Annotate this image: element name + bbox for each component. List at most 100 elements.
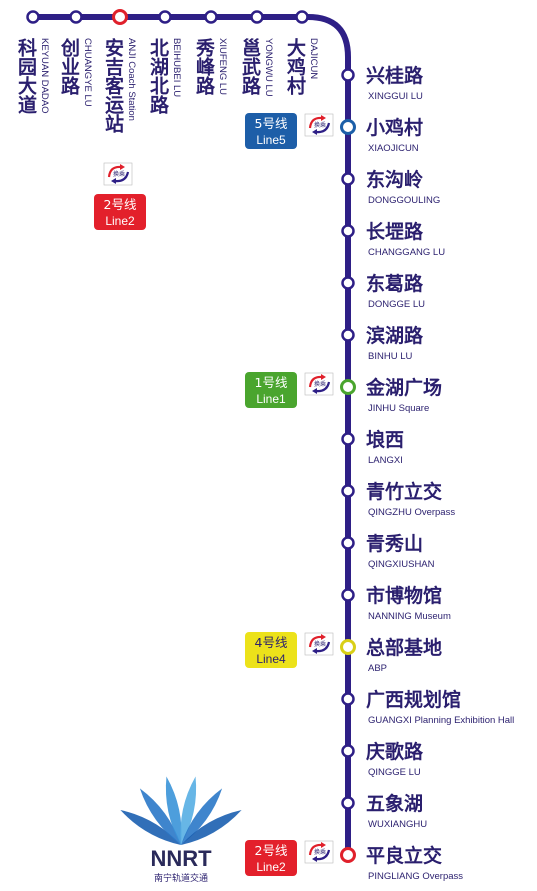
station-name-cn: 邕武路 [239, 37, 261, 96]
transfer-station-dot [340, 847, 356, 863]
station-name-en: BINHU LU [368, 351, 412, 362]
station-right[interactable]: 青竹立交 QINGZHU Overpass [341, 480, 456, 518]
station-name-cn: 长堽路 [366, 220, 424, 243]
transfer-line-box [94, 194, 146, 230]
transfer-line-cn: 2号线 [255, 843, 288, 858]
station-dot [341, 68, 355, 82]
station-name-en: XIAOJICUN [368, 143, 419, 154]
station-name-cn: 总部基地 [366, 636, 442, 659]
station-name-cn: 兴桂路 [366, 64, 424, 87]
station-right[interactable]: 总部基地 ABP [340, 636, 443, 674]
station-name-cn: 青竹立交 [366, 480, 442, 503]
transfer-line-cn: 5号线 [255, 116, 288, 131]
station-dot [158, 10, 172, 24]
transfer-line-en: Line5 [256, 133, 286, 147]
station-name-en: JINHU Square [368, 403, 429, 414]
station-name-cn: 秀峰路 [193, 38, 216, 96]
station-dot [341, 692, 355, 706]
station-name-en: XINGGUI LU [368, 91, 423, 102]
transfer-arrow-red-icon [308, 375, 323, 388]
transfer-arrow-red-icon [308, 635, 323, 648]
logo-mark-text: NNRT [150, 846, 212, 871]
transfer-station-dot [340, 639, 356, 655]
station-name-en: ABP [368, 663, 387, 674]
transfer-icon-label: 换乘 [113, 170, 125, 178]
station-dot [26, 10, 40, 24]
transfer-line-box [245, 113, 297, 149]
transfer-station-dot [112, 9, 128, 25]
station-name-en: BEIHUBEI LU [171, 38, 182, 97]
station-right[interactable]: 兴桂路 XINGGUI LU [341, 64, 425, 102]
station-name-en: PINGLIANG Overpass [368, 871, 463, 882]
station-name-cn: 北湖北路 [147, 38, 169, 115]
station-dot [341, 536, 355, 550]
station-name-en: DAJICUN [308, 38, 319, 79]
transfer-icon: 换乘 [304, 632, 334, 656]
station-name-cn: 科园大道 [15, 37, 37, 115]
transfer-arrow-blue-icon [114, 171, 130, 183]
transfer-line-cn: 2号线 [104, 197, 137, 212]
station-name-en: KEYUAN DADAO [39, 38, 50, 114]
transfer-icon: 换乘 [103, 162, 133, 186]
station-dot [204, 10, 218, 24]
nnrt-logo: NNRT 南宁轨道交通 [120, 776, 242, 884]
station-name-en: QINGZHU Overpass [368, 507, 455, 518]
station-name-cn: 创业路 [58, 37, 81, 96]
transfer-line-en: Line4 [256, 652, 286, 666]
transfer-line-box [245, 632, 297, 668]
station-name-en: DONGGOULING [368, 195, 440, 206]
transfer-arrow-blue-icon [315, 381, 331, 393]
transfer-station-dot [340, 379, 356, 395]
transfer-station-dot [340, 119, 356, 135]
logo-subtitle: 南宁轨道交通 [154, 872, 208, 884]
station-name-en: GUANGXI Planning Exhibition Hall [368, 715, 514, 726]
station-name-cn: 东沟岭 [366, 168, 423, 191]
station-dot [341, 276, 355, 290]
station-dot [341, 744, 355, 758]
station-dot [341, 328, 355, 342]
transfer-icon-label: 换乘 [314, 121, 326, 129]
route-line [30, 14, 351, 860]
transfer-icon: 换乘 [304, 113, 334, 137]
station-name-cn: 庆歌路 [366, 740, 424, 763]
station-dot [341, 224, 355, 238]
station-name-en: XIUFENG LU [217, 38, 228, 95]
station-name-cn: 青秀山 [366, 533, 423, 555]
transfer-icon-label: 换乘 [314, 640, 326, 648]
transfer-arrow-red-icon [308, 116, 323, 129]
station-right[interactable]: 青秀山 QINGXIUSHAN [341, 533, 435, 570]
transfer-icon-label: 换乘 [314, 848, 326, 856]
station-name-en: NANNING Museum [368, 611, 451, 622]
station-name-en: YONGWU LU [263, 38, 274, 97]
transfer-line-en: Line2 [256, 860, 286, 874]
transfer-line-en: Line2 [105, 214, 135, 228]
station-name-en: DONGGE LU [368, 299, 425, 310]
station-right[interactable]: 东沟岭 DONGGOULING [341, 168, 441, 206]
transfer-arrow-red-icon [107, 165, 122, 178]
station-dot [341, 588, 355, 602]
transfer-arrow-blue-icon [315, 122, 331, 134]
station-name-en: QINGXIUSHAN [368, 559, 435, 570]
transfer-badge: 2号线 Line2 换乘 [245, 840, 334, 876]
